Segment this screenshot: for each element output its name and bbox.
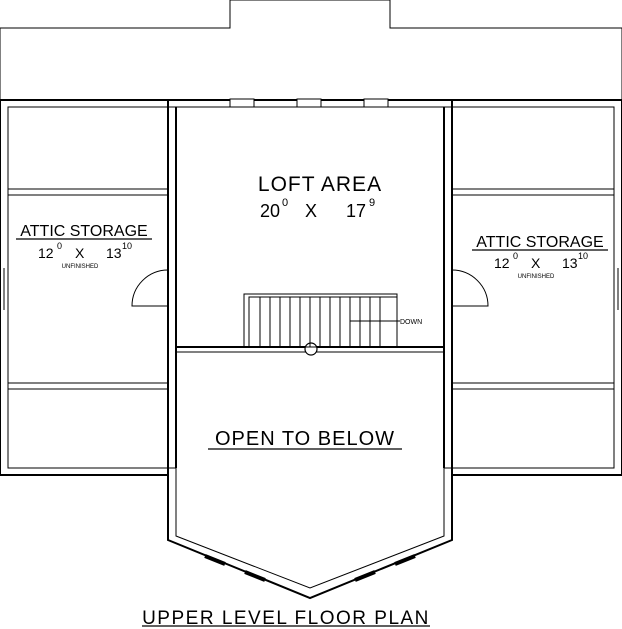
svg-text:0: 0: [57, 241, 62, 251]
svg-text:12: 12: [38, 245, 54, 261]
plan-title: UPPER LEVEL FLOOR PLAN: [142, 608, 430, 629]
bay-windows: [204, 554, 416, 582]
loft-dimensions: 20 0 X 17 9: [260, 197, 375, 221]
svg-text:17: 17: [346, 201, 366, 221]
svg-text:0: 0: [513, 251, 518, 261]
attic-doors: [131, 269, 489, 307]
right-attic-note: UNFINISHED: [518, 274, 555, 280]
svg-text:20: 20: [260, 201, 280, 221]
svg-text:X: X: [531, 255, 541, 271]
left-attic-note: UNFINISHED: [62, 264, 99, 270]
svg-text:10: 10: [578, 251, 588, 261]
side-windows: [3, 268, 619, 310]
right-attic-walls: [451, 106, 615, 469]
right-attic-dimensions: 12 0 X 13 10: [494, 251, 588, 271]
stairs: [243, 293, 400, 348]
open-to-below-label: OPEN TO BELOW: [215, 428, 395, 450]
loft-area-label: LOFT AREA: [258, 173, 382, 196]
svg-text:0: 0: [282, 197, 288, 209]
svg-text:X: X: [75, 245, 85, 261]
left-attic-label: ATTIC STORAGE: [20, 223, 147, 240]
right-attic-label: ATTIC STORAGE: [476, 234, 603, 251]
loft-walls: [167, 100, 453, 475]
left-attic-dimensions: 12 0 X 13 10: [38, 241, 132, 261]
svg-text:13: 13: [562, 255, 578, 271]
svg-text:10: 10: [122, 241, 132, 251]
stair-down-label: DOWN: [400, 319, 422, 326]
top-windows: [229, 98, 389, 108]
svg-text:X: X: [305, 201, 317, 221]
roof-outline: [0, 0, 622, 100]
svg-text:13: 13: [106, 245, 122, 261]
svg-text:12: 12: [494, 255, 510, 271]
left-attic-walls: [7, 106, 169, 469]
svg-text:9: 9: [369, 197, 375, 209]
